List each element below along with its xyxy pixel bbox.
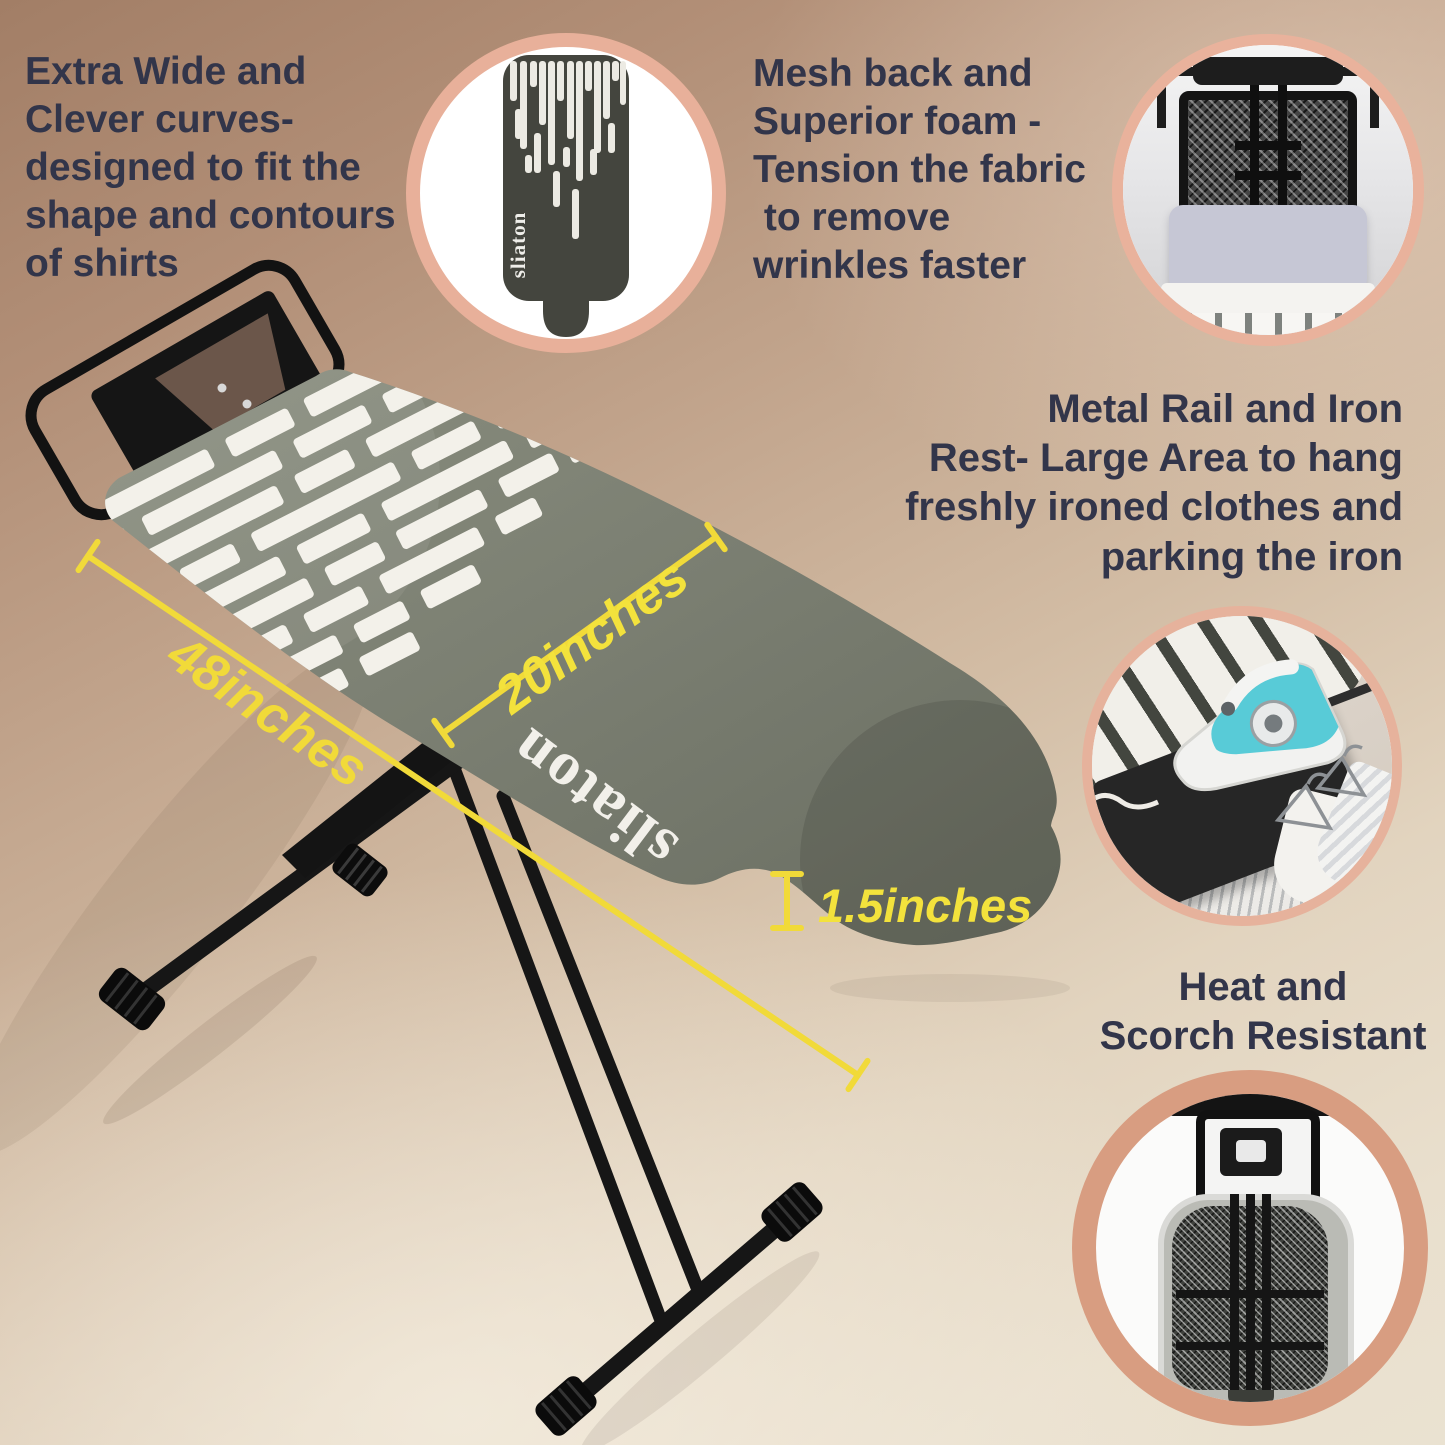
leg-cone bbox=[282, 725, 468, 878]
t-foot-cap-left bbox=[535, 1376, 597, 1436]
height-adjust-knob bbox=[332, 843, 388, 897]
callout-metal-rail: Metal Rail and Iron Rest- Large Area to … bbox=[905, 387, 1403, 579]
rack-top-rail bbox=[1193, 57, 1343, 85]
rack-screw bbox=[217, 383, 227, 393]
frame-rung bbox=[1235, 171, 1301, 180]
folded-cross-bar bbox=[1176, 1290, 1324, 1298]
folded-cross-bar bbox=[1176, 1342, 1324, 1350]
hanger-icon bbox=[1274, 744, 1368, 831]
foam-pad bbox=[1169, 205, 1367, 293]
inset-brand-text: sliaton bbox=[506, 212, 530, 279]
rail-hook-right bbox=[1330, 67, 1379, 128]
folded-rack-slot bbox=[1236, 1140, 1266, 1162]
dimension-thickness: 1.5inches bbox=[770, 871, 1032, 932]
iron-cord bbox=[1092, 793, 1160, 810]
dimension-thickness-label: 1.5inches bbox=[818, 879, 1032, 932]
callout-mesh-back: Mesh back and Superior foam - Tension th… bbox=[753, 52, 1086, 287]
t-foot-cap-right bbox=[761, 1182, 823, 1242]
iron-and-hangers-graphic bbox=[1092, 659, 1368, 831]
inset-iron-rest-photo bbox=[1082, 606, 1402, 926]
floor-shadows bbox=[0, 644, 1070, 1445]
board-topview-graphic: sliaton bbox=[503, 55, 629, 337]
rack-screw bbox=[242, 399, 252, 409]
topview-bar-pattern bbox=[510, 61, 626, 239]
t-foot-bar bbox=[555, 1207, 799, 1419]
frame-bar bbox=[1250, 85, 1259, 227]
rear-legs bbox=[441, 745, 799, 1419]
front-foot-cap bbox=[98, 967, 166, 1031]
iron-graphic bbox=[1173, 659, 1347, 792]
callout-heat-scorch: Heat and Scorch Resistant bbox=[1099, 965, 1427, 1059]
rail-hook-left bbox=[1157, 67, 1206, 128]
striped-cover-fabric bbox=[1155, 313, 1381, 335]
callout-extra-wide: Extra Wide and Clever curves- designed t… bbox=[25, 50, 396, 285]
inset-mesh-back-photo bbox=[1112, 34, 1424, 346]
frame-bar bbox=[1278, 85, 1287, 227]
folded-board-neck bbox=[1228, 1390, 1274, 1402]
inset-folded-board-photo bbox=[1072, 1070, 1428, 1426]
frame-rung bbox=[1235, 141, 1301, 150]
